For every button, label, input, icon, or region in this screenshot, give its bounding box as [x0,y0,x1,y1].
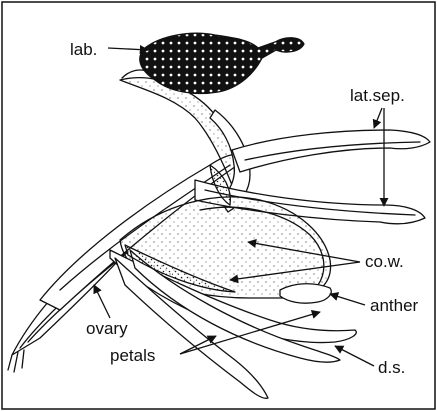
label-anther: anther [370,296,419,315]
label-ovary: ovary [86,319,128,338]
label-lateral-sepals: lat.sep. [350,86,405,105]
label-column-wings: co.w. [365,252,404,271]
anther-shape [280,284,331,303]
label-petals: petals [110,346,155,365]
label-labellum: lab. [70,40,97,59]
label-dorsal-sepal: d.s. [378,358,405,377]
